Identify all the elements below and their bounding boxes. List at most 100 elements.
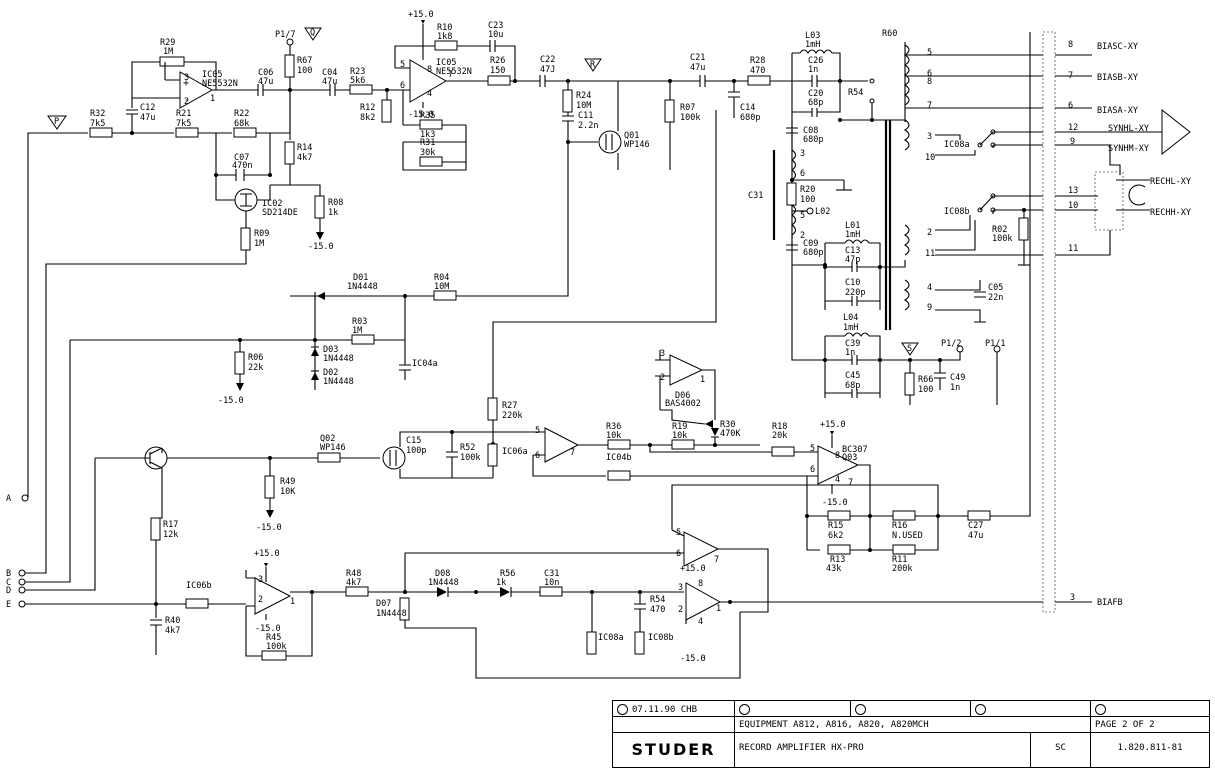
svg-text:C45: C45	[845, 371, 860, 381]
fet-q01	[598, 130, 622, 154]
svg-text:22k: 22k	[248, 363, 263, 373]
svg-text:10u: 10u	[488, 30, 503, 40]
svg-text:BIASC-XY: BIASC-XY	[1097, 42, 1138, 52]
svg-text:R29: R29	[160, 38, 175, 48]
svg-text:D06: D06	[675, 391, 690, 401]
svg-text:1N4448: 1N4448	[428, 578, 459, 588]
svg-text:IC06a: IC06a	[502, 447, 528, 457]
svg-text:R54: R54	[650, 595, 665, 605]
resistor-r66	[904, 372, 915, 396]
tp-1-5: L02	[815, 207, 830, 217]
svg-text:1N4448: 1N4448	[347, 282, 378, 292]
svg-text:47J: 47J	[540, 65, 555, 75]
resistor-r36	[671, 439, 695, 450]
svg-text:IC05: IC05	[436, 58, 456, 68]
svg-text:6: 6	[800, 169, 805, 179]
svg-text:R16: R16	[892, 521, 907, 531]
svg-text:2: 2	[927, 228, 932, 238]
svg-text:+15.0: +15.0	[820, 420, 846, 430]
svg-text:+15.0: +15.0	[408, 10, 434, 20]
svg-text:RECHH-XY: RECHH-XY	[1150, 208, 1191, 218]
svg-text:-15.Θ: -15.Θ	[680, 654, 706, 664]
sc-cell: SC	[1031, 733, 1091, 767]
svg-text:SD214DE: SD214DE	[262, 208, 298, 218]
svg-text:E: E	[6, 600, 11, 610]
svg-text:R15: R15	[828, 521, 843, 531]
svg-text:Q: Q	[310, 28, 315, 38]
svg-text:68p: 68p	[808, 98, 823, 108]
resistor-r19	[771, 446, 795, 457]
svg-text:BIASA-XY: BIASA-XY	[1097, 106, 1138, 116]
svg-text:3: 3	[258, 575, 263, 585]
rev-cell-4	[971, 701, 1091, 717]
svg-text:R40: R40	[165, 616, 180, 626]
svg-text:8: 8	[698, 579, 703, 589]
svg-text:10M: 10M	[576, 101, 591, 111]
svg-text:R10: R10	[437, 23, 452, 33]
resistor-r37	[607, 439, 631, 450]
svg-text:1k: 1k	[328, 208, 338, 218]
svg-text:4k7: 4k7	[297, 153, 312, 163]
svg-text:1mH: 1mH	[843, 323, 858, 333]
rev-cell-5	[1091, 701, 1209, 717]
svg-text:RECHL-XY: RECHL-XY	[1150, 177, 1191, 187]
svg-text:1k: 1k	[496, 578, 506, 588]
svg-text:2: 2	[660, 373, 665, 383]
svg-text:220k: 220k	[502, 411, 522, 421]
svg-text:470K: 470K	[720, 429, 741, 439]
resistor-r56	[539, 586, 563, 597]
title-block: 07.11.90 CHB EQUIPMENT A812, A816, A820,…	[612, 700, 1210, 768]
svg-text:6k2: 6k2	[828, 531, 843, 541]
svg-text:9: 9	[1070, 137, 1075, 147]
svg-text:-15.0: -15.0	[218, 396, 244, 406]
svg-text:C05: C05	[988, 283, 1003, 293]
svg-text:1N4448: 1N4448	[323, 354, 354, 364]
svg-text:7k5: 7k5	[176, 119, 191, 129]
svg-text:1n: 1n	[808, 65, 818, 75]
svg-text:R20: R20	[800, 185, 815, 195]
svg-text:R08: R08	[328, 198, 343, 208]
input-detect: R49 10K -15.0 Q02 WP146 C15 100p R52 100…	[25, 430, 493, 655]
fet-q02	[382, 446, 406, 470]
resistor-r20	[786, 182, 797, 206]
svg-text:R30: R30	[720, 420, 735, 430]
svg-text:1: 1	[716, 604, 721, 614]
svg-text:B: B	[6, 569, 11, 579]
svg-text:1k8: 1k8	[437, 32, 452, 42]
svg-text:1mH: 1mH	[805, 40, 820, 50]
drawing-number-cell: 1.820.811-81	[1091, 733, 1209, 767]
svg-text:12k: 12k	[163, 530, 178, 540]
sc-label: SC	[1055, 743, 1066, 753]
svg-text:L01: L01	[845, 221, 860, 231]
svg-text:D: D	[6, 586, 11, 596]
svg-text:-: -	[184, 95, 190, 106]
svg-text:R26: R26	[490, 56, 505, 66]
svg-text:D07: D07	[376, 599, 391, 609]
resistor-r04	[433, 290, 457, 301]
k1-2-label: IC08b	[944, 207, 970, 217]
svg-text:C: C	[6, 578, 11, 588]
resistor-r10	[434, 40, 458, 51]
svg-text:IC02: IC02	[262, 199, 282, 209]
revision-circle-icon	[739, 704, 750, 715]
svg-text:R31: R31	[420, 138, 435, 148]
connector-strip: 8 BIASC-XY 7 BIASB-XY 6 BIASA-XY 12 9 13…	[1042, 31, 1138, 613]
revision-circle-icon	[855, 704, 866, 715]
svg-text:47u: 47u	[690, 63, 705, 73]
svg-text:470n: 470n	[232, 161, 252, 171]
svg-text:L03: L03	[805, 31, 820, 41]
svg-text:1N4448: 1N4448	[376, 609, 407, 619]
svg-text:R06: R06	[248, 353, 263, 363]
svg-text:1N4448: 1N4448	[323, 377, 354, 387]
svg-text:2: 2	[678, 605, 683, 615]
resistor-r16	[827, 544, 851, 555]
svg-text:47u: 47u	[322, 77, 337, 87]
svg-text:5k6: 5k6	[350, 76, 365, 86]
opamp-ic05a	[179, 71, 214, 109]
svg-text:4: 4	[427, 89, 432, 99]
svg-text:470: 470	[750, 66, 765, 76]
